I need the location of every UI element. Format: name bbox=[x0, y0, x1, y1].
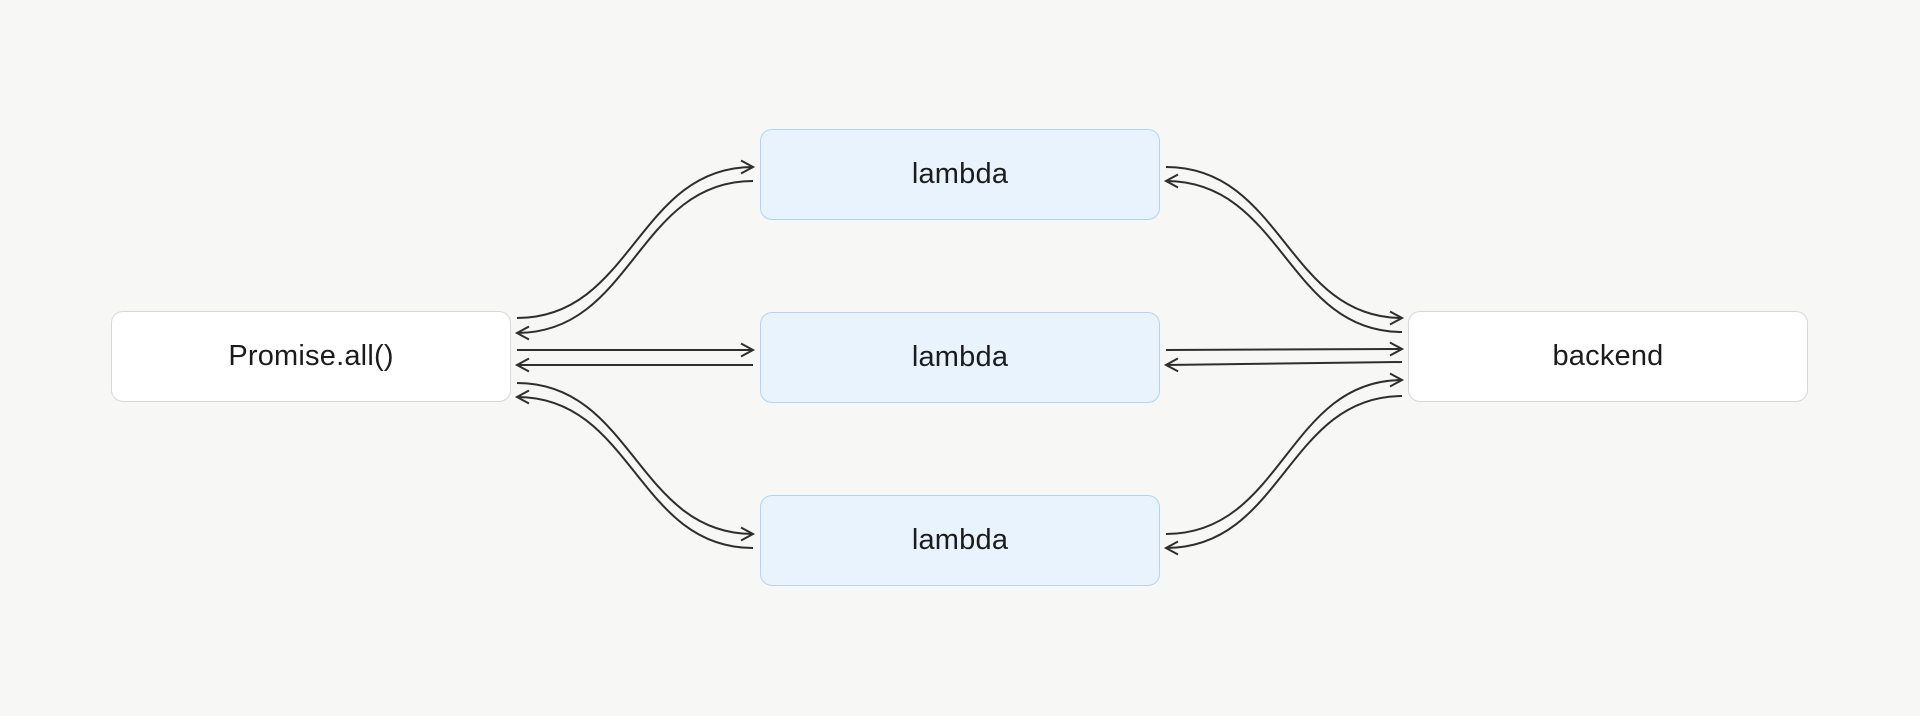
edge-lambda-3-to-promise bbox=[514, 389, 754, 549]
node-promise-all-label: Promise.all() bbox=[228, 340, 394, 372]
node-lambda-middle-label: lambda bbox=[911, 341, 1009, 373]
node-lambda-top-label: lambda bbox=[911, 158, 1009, 190]
node-lambda-bottom: lambda bbox=[760, 495, 1160, 586]
edge-lambda-1-to-backend bbox=[1165, 166, 1405, 326]
node-lambda-bottom-label: lambda bbox=[911, 524, 1009, 556]
node-lambda-middle: lambda bbox=[760, 312, 1160, 403]
node-backend-label: backend bbox=[1552, 340, 1664, 372]
node-backend: backend bbox=[1408, 311, 1808, 402]
edge-promise-to-lambda-3 bbox=[516, 382, 756, 542]
edge-lambda-1-to-promise bbox=[514, 180, 754, 341]
edge-backend-to-lambda-3 bbox=[1163, 395, 1403, 556]
edge-promise-to-lambda-1 bbox=[516, 159, 756, 319]
node-lambda-top: lambda bbox=[760, 129, 1160, 220]
edge-lambda-2-to-backend bbox=[1165, 341, 1405, 357]
edge-backend-to-lambda-2 bbox=[1163, 357, 1403, 373]
edge-backend-to-lambda-1 bbox=[1163, 173, 1403, 333]
node-promise-all: Promise.all() bbox=[111, 311, 511, 402]
edge-lambda-3-to-backend bbox=[1165, 372, 1405, 535]
